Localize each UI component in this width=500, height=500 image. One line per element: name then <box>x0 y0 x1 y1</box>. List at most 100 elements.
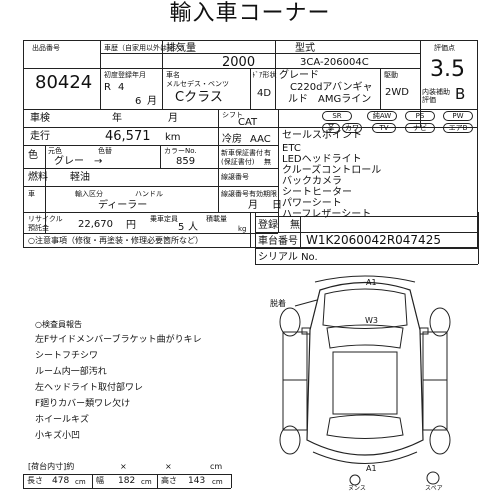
grade-label: グレード <box>279 70 319 81</box>
first-reg-month: 6 <box>135 96 142 107</box>
selling-point-2: クルーズコントロール <box>282 165 382 176</box>
inspector-item-1: シートフチシワ <box>35 351 99 361</box>
mileage-label: 走行 <box>30 131 50 142</box>
interior-label: 内装補助評価 <box>422 88 450 104</box>
car-name: Cクラス <box>175 90 223 105</box>
displacement-value: 2000 <box>222 55 256 70</box>
diagram-rear-label: スペア <box>425 485 443 492</box>
history-label: 車歴（自家用以外は記入） <box>104 44 188 52</box>
length-label: 長さ <box>27 476 43 485</box>
cargo-x1: × <box>120 462 127 471</box>
color-value: グレー <box>54 156 84 167</box>
aircon-label: 冷房 <box>222 134 242 145</box>
equip-tv: TV <box>372 123 396 133</box>
height-label: 高さ <box>161 476 177 485</box>
color-sub2: 色替 <box>98 147 112 155</box>
capacity-value: 5 <box>178 222 185 233</box>
registration-value: 無 <box>290 220 300 231</box>
first-reg-era: R <box>104 82 111 93</box>
warranty-yes: 有 <box>264 149 271 157</box>
doors-value: 4D <box>257 88 272 99</box>
load-unit: kg <box>238 225 247 233</box>
car-damage-diagram <box>279 275 451 486</box>
warranty-period-month: 月 <box>248 200 258 211</box>
color-sub1: 元色 <box>48 147 62 155</box>
aircon-value: AAC <box>250 134 271 145</box>
first-reg-month-unit: 月 <box>147 96 157 107</box>
mileage-unit: km <box>165 132 181 143</box>
recycle-unit: 円 <box>126 220 136 231</box>
grade-line2: ルド AMGライン <box>288 94 372 105</box>
import-value: ディーラー <box>98 200 148 211</box>
import-label3: 車 <box>28 190 35 198</box>
color-arrow: → <box>94 156 103 167</box>
selling-point-3: バックカメラ <box>282 176 342 187</box>
equip-leather: 革 <box>322 123 340 133</box>
rating-label: 評価点 <box>434 44 455 52</box>
inspector-item-3: 左ヘッドライト取付部ワレ <box>35 383 144 393</box>
capacity-unit: 人 <box>188 222 198 233</box>
new-warranty-label: 新車保証書付 <box>221 149 263 157</box>
length-unit: cm <box>75 478 86 486</box>
serial-label: シリアル No. <box>258 252 318 263</box>
warranty-no: 無 <box>264 158 271 166</box>
notice: ○注意事項（修復・再塗装・修理必要箇所など） <box>28 236 203 245</box>
inspector-title: ○検査員報告 <box>35 320 82 329</box>
width-unit: cm <box>141 478 152 486</box>
selling-point-1: LEDヘッドライト <box>282 154 362 165</box>
equip-aw: 純AW <box>367 111 397 121</box>
diagram-front-label: ヌンス <box>348 485 366 492</box>
inspector-item-6: 小キズ小凹 <box>35 431 81 441</box>
diagram-detached: 脱着 <box>270 299 286 308</box>
first-reg-label: 初度登録年月 <box>104 71 146 79</box>
equip-sr: SR <box>322 111 352 121</box>
shaken-label: 車検 <box>30 113 50 124</box>
width-label: 幅 <box>96 476 104 485</box>
equip-navi: ナビ <box>405 123 435 133</box>
grade-line1: C220dアバンギャ <box>290 82 373 93</box>
cargo-label: [荷台内寸]約 <box>28 462 75 471</box>
equip-pw: PW <box>443 111 473 121</box>
selling-point-6: ハーフレザーシート <box>282 209 372 220</box>
inspector-item-2: ルーム内一部汚れ <box>35 367 107 377</box>
fuel-value: 軽油 <box>70 172 90 183</box>
page-title: 輸入車コーナー <box>169 1 331 26</box>
color-label: 色 <box>28 150 38 161</box>
drive-value: 2WD <box>385 87 409 98</box>
chassis-value: W1K2060042R047425 <box>306 233 441 247</box>
scratch-label: 線譲番号 <box>221 173 249 181</box>
recycle-label1: リサイクル <box>28 215 63 223</box>
shift-value: CAT <box>238 117 258 128</box>
fuel-label: 燃料 <box>28 172 48 183</box>
doors-label: ﾄﾞｱ形状 <box>252 71 277 79</box>
chassis-label: 車台番号 <box>258 236 298 247</box>
height-unit: cm <box>212 478 223 486</box>
shaken-month-unit: 月 <box>168 113 178 124</box>
height-value: 143 <box>188 476 206 486</box>
lot-number: 80424 <box>35 72 93 93</box>
inspector-item-0: 左Fサイドメンバーブラケット曲がりキレ <box>35 335 202 345</box>
recycle-label2: 預託金 <box>28 224 49 232</box>
diagram-a1-rear: A1 <box>366 464 377 473</box>
displacement-label: 排気量 <box>166 43 196 54</box>
model-value: 3CA-206004C <box>300 57 369 68</box>
cargo-unit: cm <box>210 462 223 471</box>
equip-kawa: カワ <box>342 123 362 133</box>
selling-points-label: セールスポイント <box>282 130 362 141</box>
registration-label: 登録 <box>258 220 278 231</box>
diagram-a1-front: A1 <box>366 278 377 287</box>
width-value: 182 <box>118 476 136 486</box>
car-name-label: 車名 <box>166 71 180 79</box>
cargo-x2: × <box>165 462 172 471</box>
diagram-w3: W3 <box>365 316 378 325</box>
equip-ps: PS <box>405 111 435 121</box>
length-value: 478 <box>52 476 70 486</box>
mileage-value: 46,571 <box>105 129 151 144</box>
car-maker: メルセデス・ベンツ <box>166 80 229 88</box>
model-label: 型式 <box>295 43 315 54</box>
recycle-value: 22,670 <box>78 219 113 230</box>
import-label1: 輸入区分 <box>75 190 103 198</box>
equip-airbag: エアB <box>443 123 473 133</box>
lot-label: 出品番号 <box>32 44 60 52</box>
import-label2: ハンドル <box>135 190 163 198</box>
